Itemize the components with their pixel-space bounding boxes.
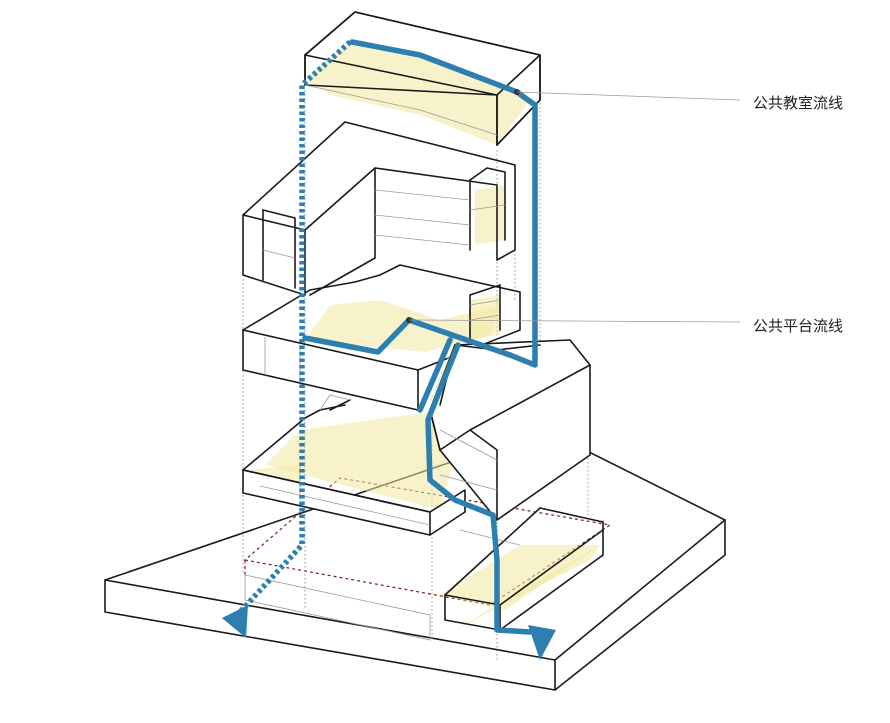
ground-level-volume <box>440 507 604 631</box>
platform-flow-line <box>302 317 513 358</box>
classroom-flow-line <box>349 39 538 368</box>
flow-lines <box>222 39 556 660</box>
public-classroom-flow-label: 公共教室流线 <box>753 94 844 112</box>
arrow-right-icon <box>528 625 556 660</box>
vertical-circulation-dotted <box>237 39 352 614</box>
leader-lines <box>406 89 741 323</box>
level-1-block <box>242 394 585 536</box>
top-classroom-block <box>304 11 541 146</box>
level-3-block <box>242 121 516 296</box>
arrow-left-icon <box>222 605 248 638</box>
public-platform-flow-label: 公共平台流线 <box>753 317 844 335</box>
ramp-flow-line <box>425 342 533 635</box>
